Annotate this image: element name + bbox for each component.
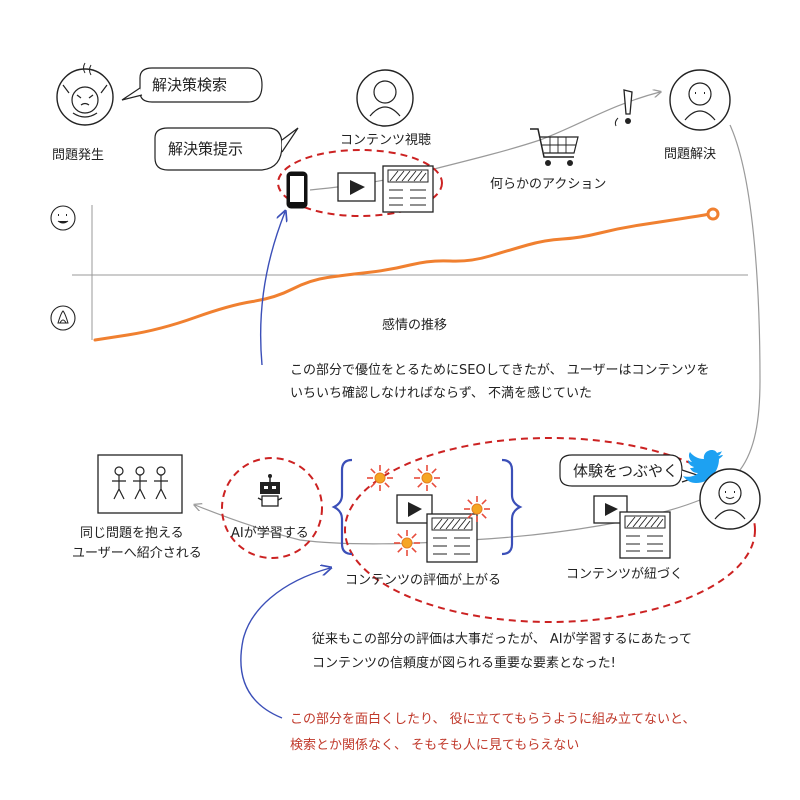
note-top-line-2: いちいち確認しなければならず、 不満を感じていた bbox=[290, 386, 592, 401]
label-action: 何らかのアクション bbox=[490, 177, 607, 192]
label-proposal: 解決策提示 bbox=[168, 140, 244, 158]
note-bottom-line-2: コンテンツの信頼度が図られる重要な要素となった! bbox=[312, 656, 616, 671]
label-same-problem-1: 同じ問題を抱える bbox=[80, 526, 184, 541]
angry-face-icon bbox=[50, 305, 76, 331]
star-burst-icon bbox=[367, 465, 393, 491]
star-burst-icon bbox=[414, 465, 440, 491]
happy-face-icon bbox=[50, 205, 76, 231]
happy-person-icon bbox=[669, 69, 731, 131]
emotion-curve bbox=[93, 211, 717, 342]
star-bursts bbox=[367, 465, 490, 556]
proposal-bubble bbox=[154, 127, 299, 171]
smartphone-icon bbox=[286, 171, 308, 209]
bottom-play-video-icon bbox=[396, 494, 433, 524]
note-bottom-line-1: 従来もこの部分の評価は大事だったが、 AIが学習するにあたって bbox=[312, 632, 692, 647]
label-solved: 問題解決 bbox=[664, 147, 717, 162]
label-problem: 問題発生 bbox=[52, 148, 105, 163]
play-video-icon bbox=[337, 172, 376, 202]
label-rating-up: コンテンツの評価が上がる bbox=[345, 573, 502, 588]
star-burst-icon bbox=[464, 496, 490, 522]
label-viewing: コンテンツ視聴 bbox=[340, 133, 432, 148]
tweet-article-icon bbox=[619, 511, 671, 559]
exclamation-icon bbox=[614, 89, 633, 127]
angry-person-icon bbox=[56, 62, 114, 126]
note-top-line-1: この部分で優位をとるためにSEOしてきたが、 ユーザーはコンテンツを bbox=[290, 363, 710, 378]
label-emotion: 感情の推移 bbox=[382, 318, 448, 333]
tweeting-person-icon bbox=[699, 468, 761, 530]
left-brace bbox=[331, 458, 353, 556]
red-note-pointer-arrow bbox=[240, 568, 330, 719]
note-red-line-1: この部分を面白くしたり、 役に立ててもらうように組み立てないと、 bbox=[290, 712, 696, 727]
person-icon bbox=[356, 69, 414, 127]
emotion-curve-end bbox=[706, 207, 720, 221]
bottom-article-icon bbox=[426, 513, 478, 563]
seo-focus-highlight bbox=[277, 149, 443, 217]
label-search: 解決策検索 bbox=[152, 76, 228, 94]
ai-learning-highlight bbox=[221, 457, 323, 559]
star-burst-icon bbox=[394, 530, 420, 556]
right-side-connector bbox=[729, 124, 761, 471]
right-brace bbox=[501, 458, 523, 556]
article-icon bbox=[382, 165, 434, 213]
label-same-problem-2: ユーザーへ紹介される bbox=[72, 546, 202, 561]
search-bubble bbox=[121, 67, 263, 103]
note-pointer-arrow bbox=[259, 212, 285, 366]
label-linked: コンテンツが紐づく bbox=[566, 567, 684, 582]
content-rating-highlight bbox=[344, 437, 756, 623]
cart-icon bbox=[530, 128, 579, 166]
label-ai-learns: AIが学習する bbox=[231, 526, 309, 541]
note-red-line-2: 検索とか関係なく、 そもそも人に見てもらえない bbox=[290, 738, 580, 753]
robot-icon bbox=[257, 474, 283, 507]
audience-icon bbox=[97, 454, 183, 514]
label-tweet: 体験をつぶやく bbox=[573, 462, 679, 480]
